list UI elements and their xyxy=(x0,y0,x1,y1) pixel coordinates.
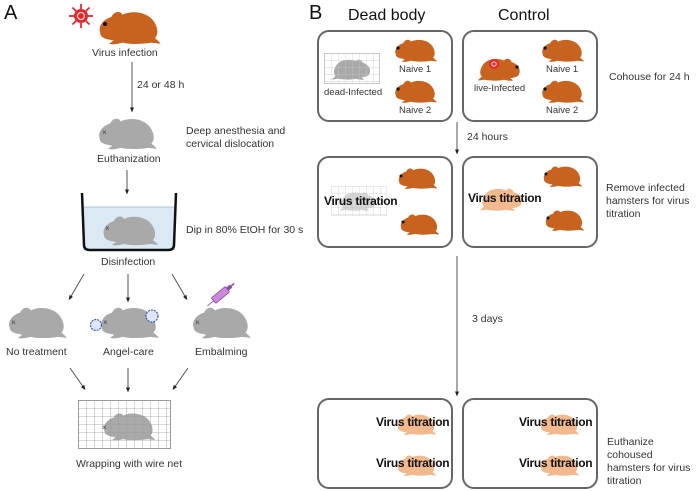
label-angel-care: Angel-care xyxy=(103,346,154,358)
cohoused-hamster xyxy=(545,210,585,231)
virus-titration-label: Virus titration xyxy=(324,194,398,208)
label-naive-1: Naive 1 xyxy=(399,64,432,75)
arrow-label-3-days: 3 days xyxy=(472,313,503,325)
naive-hamster xyxy=(395,80,437,103)
label-live-infected: live-Infected xyxy=(474,83,526,94)
arrow-label-24-48h: 24 or 48 h xyxy=(137,79,185,91)
arrow-down xyxy=(130,62,134,113)
cohoused-hamster xyxy=(400,214,440,235)
note-line: hamsters for virus xyxy=(607,462,691,474)
virus-titration-label: Virus titration xyxy=(468,191,542,205)
column-title-control: Control xyxy=(498,7,550,24)
label-naive-2: Naive 2 xyxy=(399,105,432,116)
svg-text:×: × xyxy=(103,318,108,327)
removed-dead-hamster xyxy=(331,186,387,216)
svg-text:×: × xyxy=(11,318,16,327)
virus-titration-label: Virus titration xyxy=(376,415,450,429)
caption-euthanization: Euthanization xyxy=(97,153,161,165)
cohoused-hamster xyxy=(543,166,583,187)
note-line: cervical dislocation xyxy=(186,138,275,150)
note-line: hamsters for virus xyxy=(606,195,690,207)
arrow-down xyxy=(455,122,459,155)
note-euthanization: Deep anesthesia and cervical dislocation xyxy=(186,125,285,151)
naive-hamster xyxy=(395,39,437,62)
syringe-icon xyxy=(207,282,235,307)
note-euthanize-cohoused: Euthanize cohoused hamsters for virus ti… xyxy=(607,436,700,488)
panel-b-label: B xyxy=(309,2,323,24)
caption-virus-infection: Virus infection xyxy=(92,47,158,59)
arrow-label-24-hours: 24 hours xyxy=(467,131,508,143)
panel-a-label: A xyxy=(4,2,18,24)
arrow-down xyxy=(455,256,459,397)
embalming-hamster: × xyxy=(193,282,251,339)
svg-text:×: × xyxy=(102,128,107,137)
note-line: Deep anesthesia and xyxy=(186,125,286,137)
box-dead-cohouse: dead-Infected Naive 1 Naive 2 xyxy=(317,30,453,122)
box-dead-final: Virus titration Virus titration xyxy=(317,398,453,489)
converge-arrows xyxy=(69,367,189,393)
svg-text:×: × xyxy=(195,318,200,327)
naive-hamster xyxy=(542,80,584,103)
label-naive-2: Naive 2 xyxy=(546,105,579,116)
caption-wire-net: Wrapping with wire net xyxy=(76,458,183,470)
naive-hamster xyxy=(542,39,584,62)
box-control-final: Virus titration Virus titration xyxy=(462,398,598,489)
note-line: titration xyxy=(607,475,642,487)
note-remove-infected: Remove infected hamsters for virus titra… xyxy=(606,182,689,221)
note-cohouse: Cohouse for 24 h xyxy=(609,71,690,83)
cohoused-hamster xyxy=(398,168,438,189)
caption-disinfection: Disinfection xyxy=(101,256,156,268)
label-dead-infected: dead-Infected xyxy=(324,87,383,98)
label-naive-1: Naive 1 xyxy=(546,64,579,75)
note-disinfection: Dip in 80% EtOH for 30 s xyxy=(186,224,304,236)
dead-infected-hamster xyxy=(324,53,380,84)
box-control-cohouse: live-Infected Naive 1 Naive 2 xyxy=(462,30,598,122)
infected-hamster xyxy=(99,11,161,45)
live-infected-hamster xyxy=(478,58,520,81)
svg-text:×: × xyxy=(105,224,110,233)
column-title-dead-body: Dead body xyxy=(348,7,426,24)
note-line: Remove infected xyxy=(606,182,685,194)
note-line: Euthanize cohoused xyxy=(607,436,654,461)
box-control-remove: Virus titration xyxy=(462,156,598,248)
virus-titration-label: Virus titration xyxy=(376,456,450,470)
angel-care-hamster: × xyxy=(89,307,159,339)
no-treatment-hamster: × xyxy=(9,307,67,339)
virus-icon xyxy=(69,4,93,28)
wire-net-hamster: × xyxy=(78,400,171,449)
virus-titration-label: Virus titration xyxy=(519,456,593,470)
box-dead-remove: Virus titration xyxy=(317,156,453,248)
virus-titration-label: Virus titration xyxy=(519,415,593,429)
arrow-down xyxy=(125,170,129,195)
label-embalming: Embalming xyxy=(195,346,248,358)
euthanized-hamster: × xyxy=(99,118,157,150)
ethanol-beaker: × xyxy=(80,192,178,252)
label-no-treatment: No treatment xyxy=(6,346,67,358)
note-line: titration xyxy=(606,208,641,220)
branch-arrows xyxy=(68,273,188,303)
